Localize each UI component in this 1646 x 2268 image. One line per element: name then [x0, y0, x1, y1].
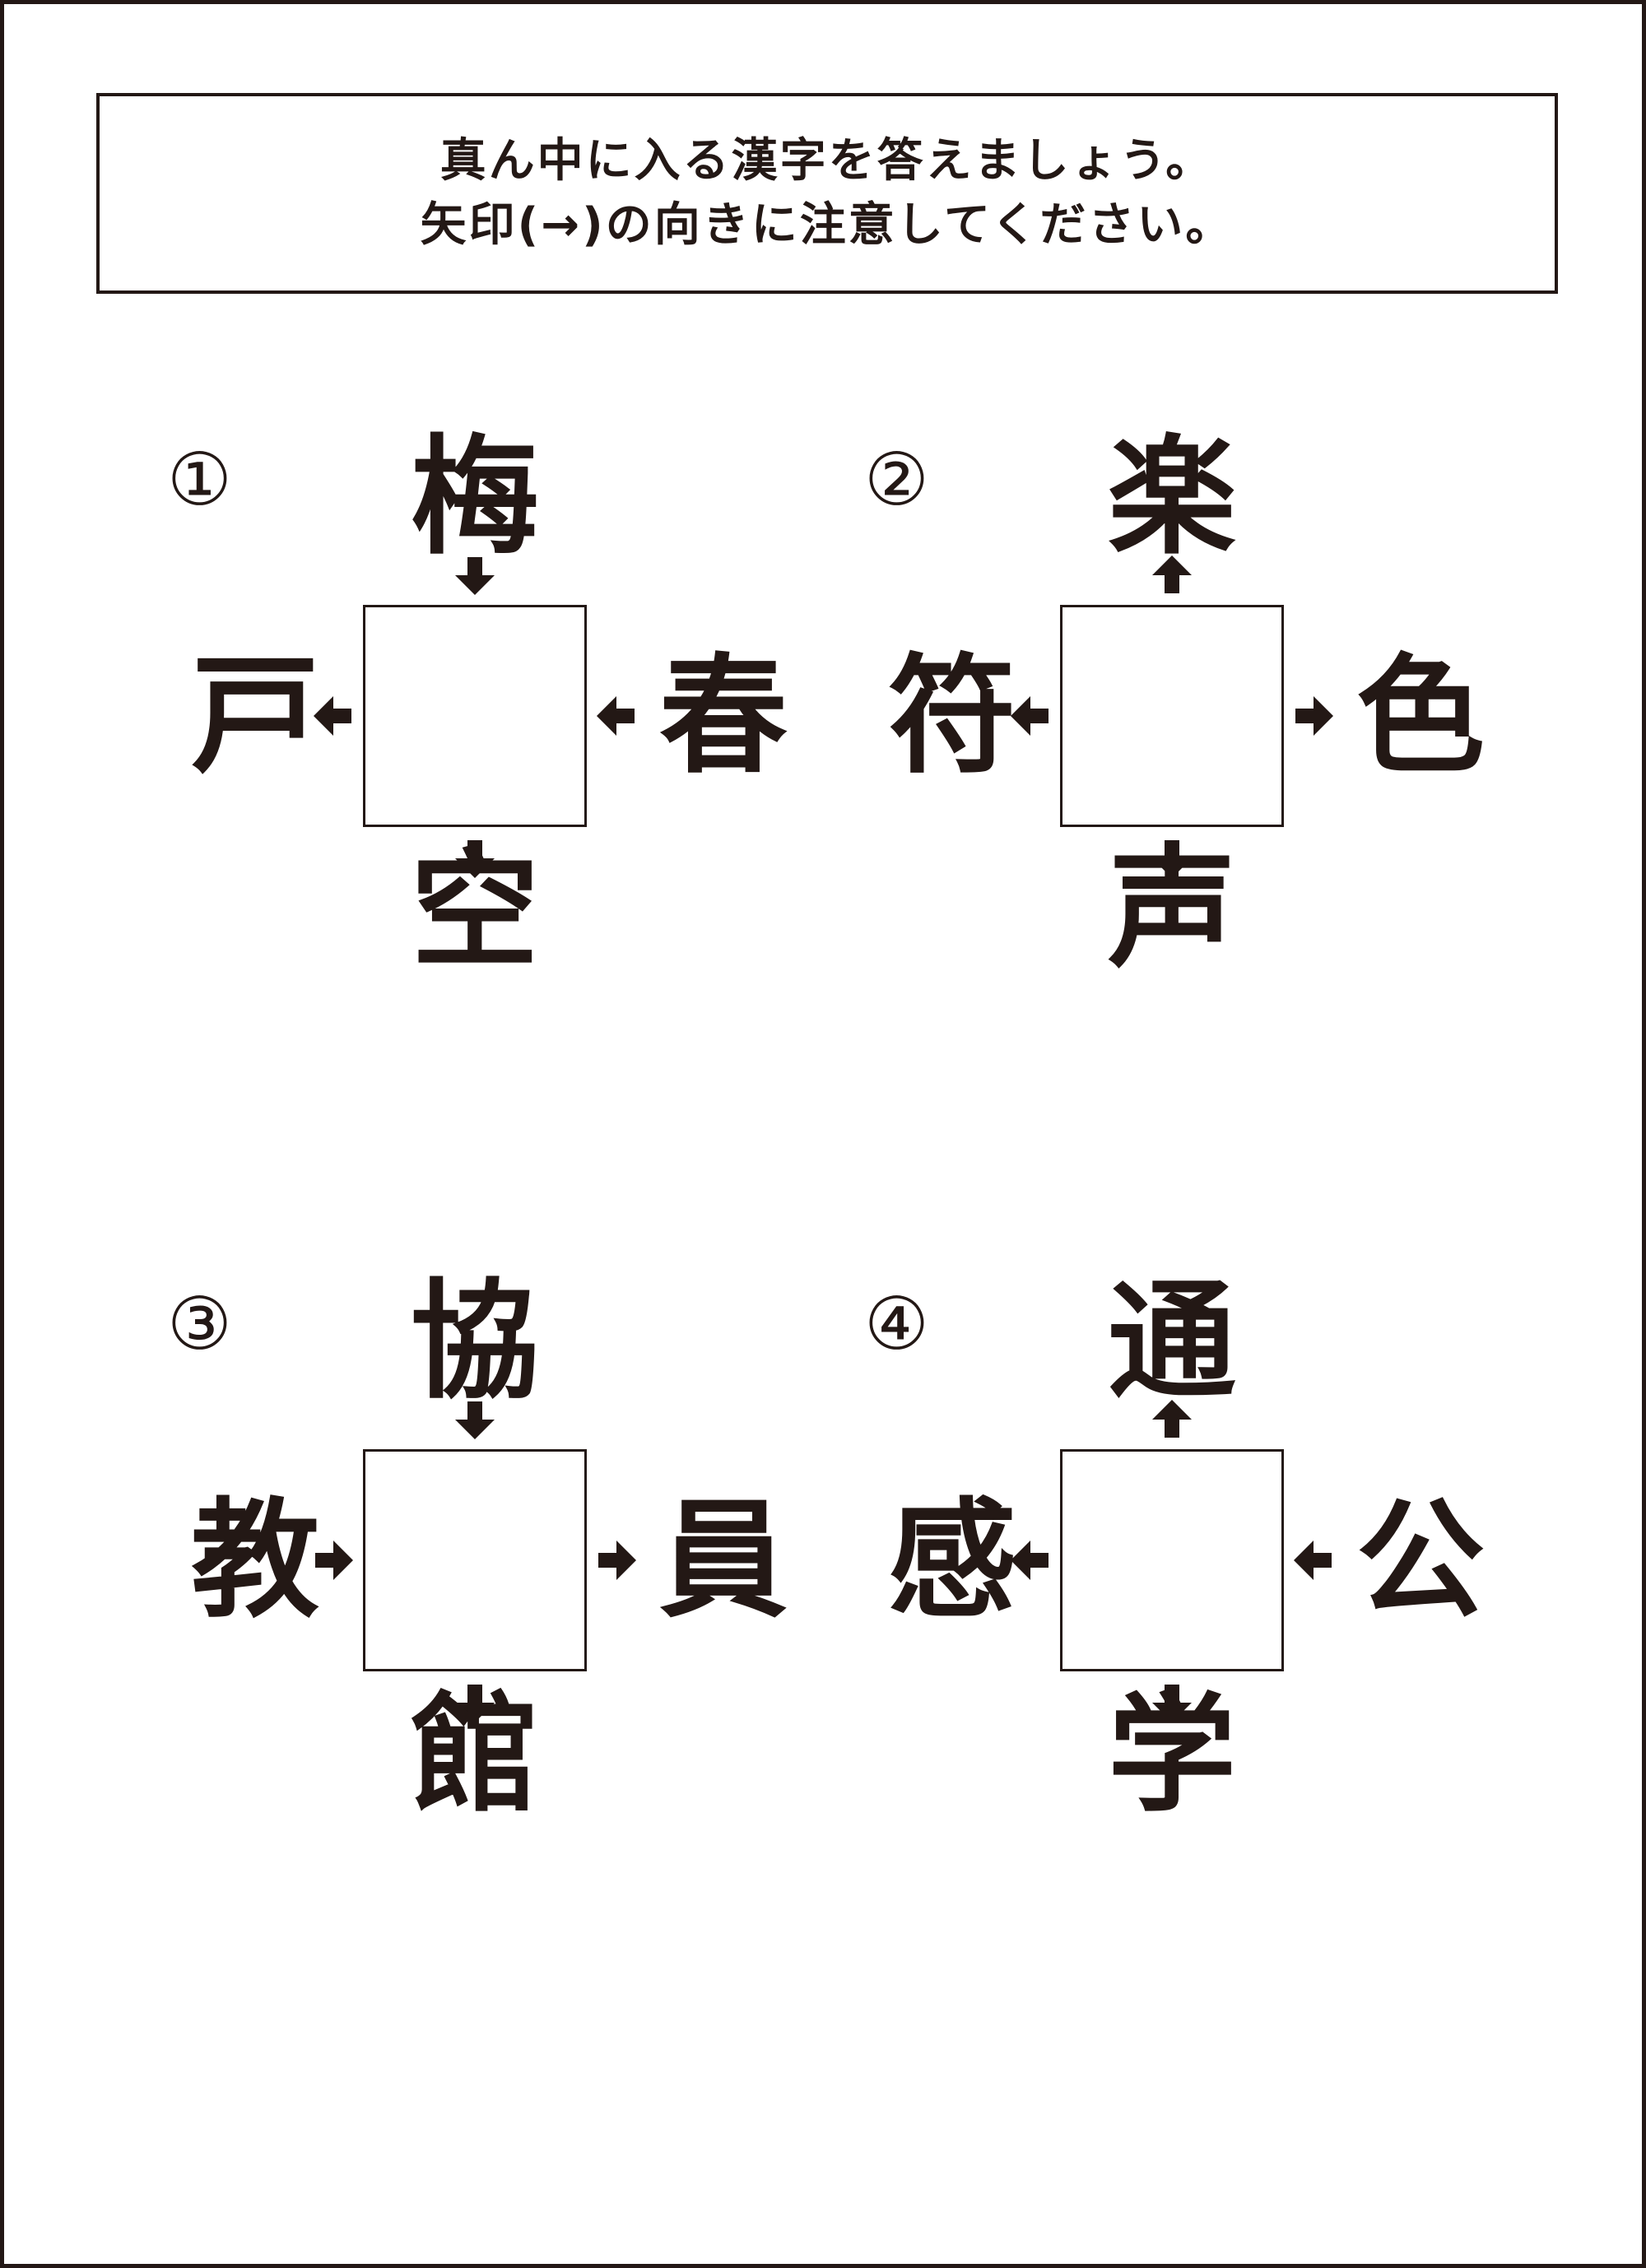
arrow-top-icon — [450, 551, 500, 600]
kanji-right: 春 — [659, 641, 788, 791]
arrow-left-icon — [309, 1536, 358, 1585]
instructions-box: 真ん中に入る漢字を答えましょう。 矢印(→)の向きに注意してください。 — [96, 93, 1558, 294]
puzzle-number: ④ — [864, 1281, 929, 1366]
arrow-right-icon — [592, 691, 641, 741]
answer-box[interactable] — [1060, 605, 1284, 827]
arrow-top-icon — [1147, 551, 1197, 600]
kanji-bottom: 学 — [1108, 1680, 1236, 1829]
arrow-left-icon — [309, 691, 358, 741]
puzzle-number: ③ — [167, 1281, 232, 1366]
kanji-left: 戸 — [191, 641, 319, 791]
arrow-left-icon — [1006, 691, 1055, 741]
instruction-line-1: 真ん中に入る漢字を答えましょう。 — [439, 134, 1215, 188]
arrow-left-icon — [1006, 1536, 1055, 1585]
arrow-bottom-icon — [450, 1678, 500, 1727]
puzzle-number: ① — [167, 437, 232, 522]
kanji-right: 員 — [659, 1485, 788, 1635]
kanji-top: 通 — [1108, 1266, 1236, 1416]
kanji-bottom: 館 — [411, 1680, 539, 1829]
kanji-left: 感 — [888, 1485, 1016, 1635]
arrow-bottom-icon — [1147, 1678, 1197, 1727]
puzzle-4: ④ 通 感 公 学 — [783, 1260, 1485, 1885]
kanji-bottom: 空 — [411, 835, 539, 985]
instruction-line-2: 矢印(→)の向きに注意してください。 — [420, 198, 1234, 252]
arrow-right-icon — [1289, 691, 1338, 741]
kanji-right: 公 — [1356, 1485, 1485, 1635]
arrow-right-icon — [592, 1536, 641, 1585]
puzzle-3: ③ 協 教 員 館 — [86, 1260, 788, 1885]
kanji-left: 符 — [888, 641, 1016, 791]
arrow-top-icon — [450, 1395, 500, 1444]
kanji-right: 色 — [1356, 641, 1485, 791]
kanji-left: 教 — [191, 1485, 319, 1635]
answer-box[interactable] — [363, 1449, 587, 1671]
arrow-bottom-icon — [1147, 834, 1197, 883]
kanji-top: 楽 — [1108, 422, 1236, 572]
arrow-bottom-icon — [450, 834, 500, 883]
kanji-top: 協 — [411, 1266, 539, 1416]
arrow-right-icon — [1289, 1536, 1338, 1585]
answer-box[interactable] — [363, 605, 587, 827]
puzzle-number: ② — [864, 437, 929, 522]
puzzle-1: ① 梅 戸 春 空 — [86, 416, 788, 1041]
answer-box[interactable] — [1060, 1449, 1284, 1671]
kanji-top: 梅 — [411, 422, 539, 572]
puzzle-2: ② 楽 符 色 声 — [783, 416, 1485, 1041]
kanji-bottom: 声 — [1108, 835, 1236, 985]
arrow-top-icon — [1147, 1395, 1197, 1444]
